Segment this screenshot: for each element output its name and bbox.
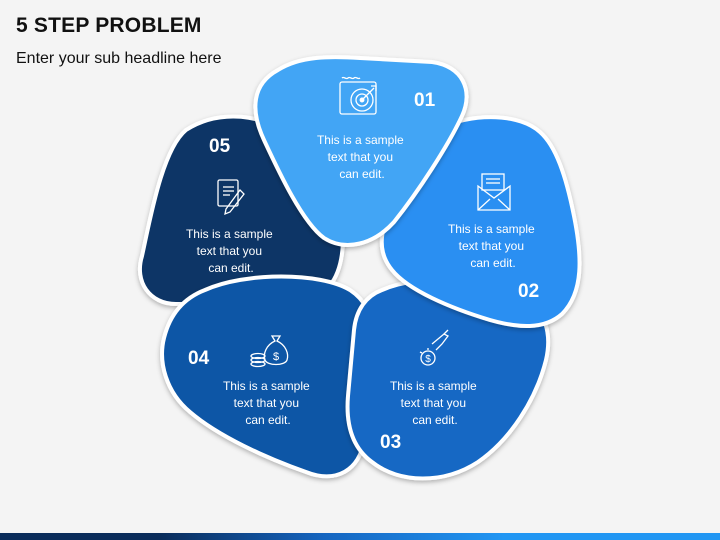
step-01-petal bbox=[253, 55, 469, 247]
svg-text:$: $ bbox=[273, 351, 279, 363]
step-05-number: 05 bbox=[209, 136, 231, 157]
step-05-text-line-3: can edit. bbox=[208, 261, 253, 275]
page-title: 5 STEP PROBLEM bbox=[16, 14, 202, 37]
money-bag-icon: $ bbox=[250, 335, 289, 368]
step-01-text-line-3: can edit. bbox=[339, 167, 384, 181]
svg-text:This is a sample text th: This is a sample text that you can edit. bbox=[317, 133, 407, 181]
document-edit-icon bbox=[217, 179, 245, 216]
step-03-text-line-3: can edit. bbox=[412, 413, 457, 427]
step-01: 01 This is a sample text that you can ed… bbox=[253, 55, 469, 247]
step-05-text-line-2: text that you bbox=[197, 244, 262, 258]
step-02-text-line-1: This is a sample bbox=[448, 222, 535, 236]
step-04-petal bbox=[160, 274, 375, 479]
step-01-text-line-1: This is a sample bbox=[317, 133, 404, 147]
target-icon bbox=[339, 76, 377, 115]
step-02-text-line-2: text that you bbox=[459, 239, 524, 253]
step-04-text-line-3: can edit. bbox=[245, 413, 290, 427]
hand-coin-icon: $ bbox=[419, 329, 449, 366]
step-04-text-line-2: text that you bbox=[234, 396, 299, 410]
step-02-number: 02 bbox=[518, 281, 539, 302]
step-03-number: 03 bbox=[380, 432, 401, 453]
mail-icon bbox=[477, 173, 511, 211]
step-01-text-line-2: text that you bbox=[328, 150, 393, 164]
footer-accent-bar bbox=[0, 533, 720, 540]
step-02-text-line-3: can edit. bbox=[470, 256, 515, 270]
step-04: 04 $ This is a sample text that you can … bbox=[160, 274, 375, 479]
svg-text:This is a sample text th: This is a sample text that you can edit. bbox=[390, 379, 480, 427]
svg-text:This is a sample text th: This is a sample text that you can edit. bbox=[223, 379, 313, 427]
svg-text:$: $ bbox=[425, 354, 431, 365]
step-05-text-line-1: This is a sample bbox=[186, 227, 273, 241]
step-03-text-line-1: This is a sample bbox=[390, 379, 477, 393]
svg-text:This is a sample text th: This is a sample text that you can edit. bbox=[186, 227, 276, 275]
step-03-text-line-2: text that you bbox=[401, 396, 466, 410]
step-01-number: 01 bbox=[414, 90, 436, 111]
step-04-text-line-1: This is a sample bbox=[223, 379, 310, 393]
step-04-number: 04 bbox=[188, 348, 210, 369]
page-subtitle: Enter your sub headline here bbox=[16, 50, 222, 67]
svg-text:This is a sample text th: This is a sample text that you can edit. bbox=[448, 222, 538, 270]
